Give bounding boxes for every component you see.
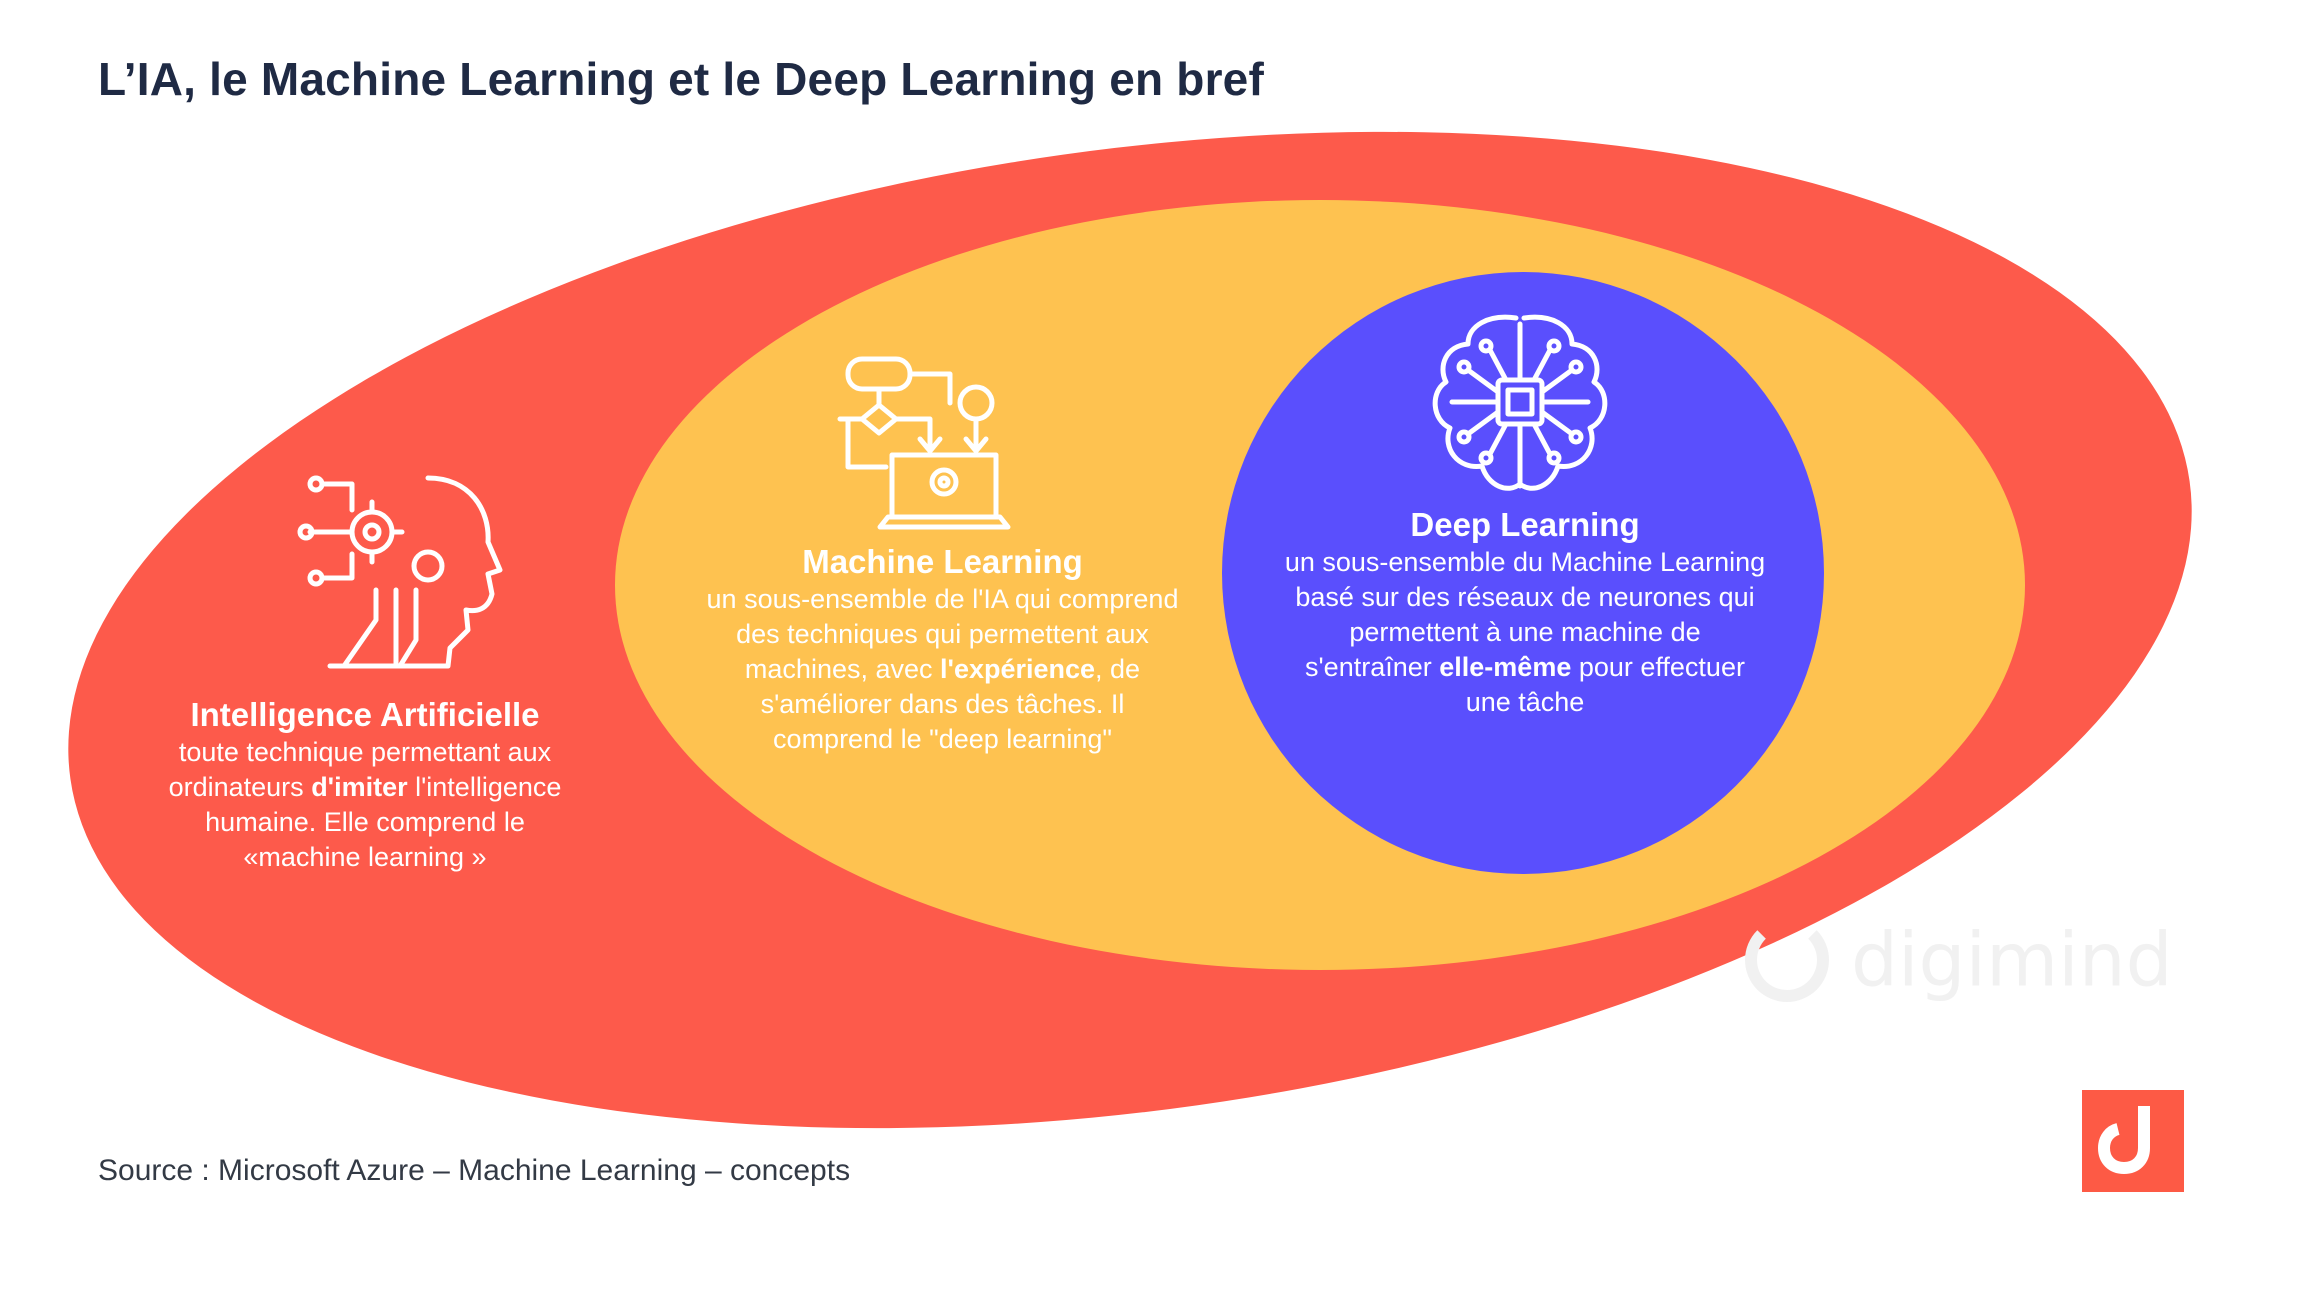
ml-heading: Machine Learning	[802, 543, 1083, 580]
ml-line-3: machines, avec l'expérience, de	[744, 654, 1141, 684]
dl-line-5: une tâche	[1465, 687, 1585, 717]
ai-line-2: ordinateurs d'imiter l'intelligence	[168, 772, 562, 802]
ml-label-block: Machine Learning un sous-ensemble de l'I…	[665, 542, 1220, 757]
dl-description: un sous-ensemble du Machine Learning bas…	[1245, 545, 1805, 720]
flowchart-laptop-icon	[837, 356, 1011, 530]
ai-heading: Intelligence Artificielle	[190, 696, 540, 733]
ai-label-block: Intelligence Artificielle toute techniqu…	[120, 695, 610, 875]
ml-line-1: un sous-ensemble de l'IA qui comprend	[706, 584, 1179, 614]
dl-line-2: basé sur des réseaux de neurones qui	[1295, 582, 1755, 612]
dl-circle	[1222, 272, 1824, 874]
ml-description: un sous-ensemble de l'IA qui comprend de…	[665, 582, 1220, 757]
brain-chip-icon	[1432, 314, 1608, 491]
digimind-watermark: digimind	[1745, 912, 2173, 1004]
page-title: L’IA, le Machine Learning et le Deep Lea…	[98, 53, 1264, 105]
ai-head-gears-icon	[297, 475, 503, 669]
dl-label-block: Deep Learning un sous-ensemble du Machin…	[1245, 505, 1805, 720]
dl-line-4: s'entraîner elle-même pour effectuer	[1305, 652, 1745, 682]
ai-description: toute technique permettant aux ordinateu…	[120, 735, 610, 875]
dl-line-1: un sous-ensemble du Machine Learning	[1284, 547, 1766, 577]
ml-line-5: comprend le "deep learning"	[773, 724, 1112, 754]
digimind-watermark-icon	[1745, 918, 1829, 1003]
source-caption: Source : Microsoft Azure – Machine Learn…	[98, 1154, 851, 1187]
ml-line-2: des techniques qui permettent aux	[736, 619, 1149, 649]
ai-line-1: toute technique permettant aux	[178, 737, 552, 767]
ai-line-4: «machine learning »	[243, 842, 487, 872]
ai-line-3: humaine. Elle comprend le	[205, 807, 525, 837]
watermark-text: digimind	[1851, 917, 2173, 1004]
dl-heading: Deep Learning	[1410, 506, 1640, 543]
ml-emphasis: l'expérience	[940, 654, 1096, 684]
digimind-logo-icon	[2082, 1090, 2184, 1192]
digimind-logo-glyph	[2097, 1106, 2150, 1175]
ai-emphasis: d'imiter	[311, 772, 408, 802]
dl-emphasis: elle-même	[1439, 652, 1572, 682]
ml-line-4: s'améliorer dans des tâches. Il	[760, 689, 1125, 719]
dl-line-3: permettent à une machine de	[1349, 617, 1701, 647]
